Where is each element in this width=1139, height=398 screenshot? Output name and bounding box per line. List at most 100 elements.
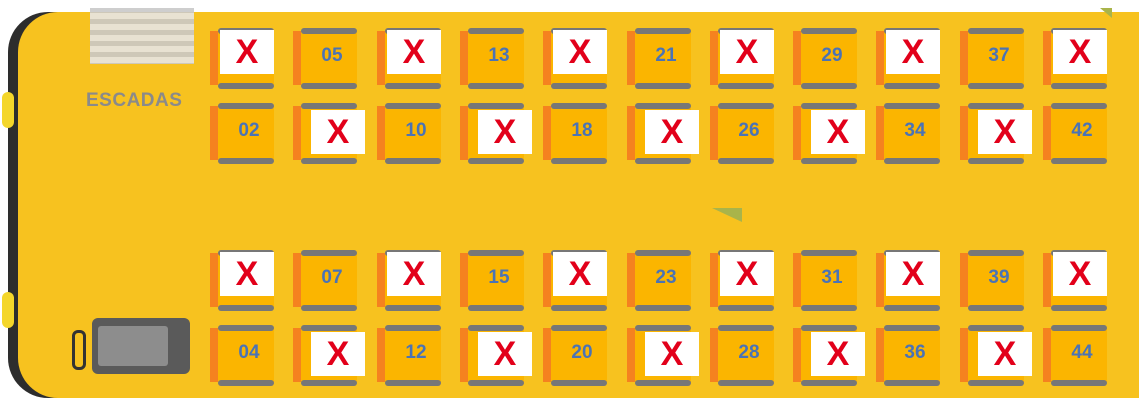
seat-base [635,380,691,386]
seat-base [884,380,940,386]
seat-available[interactable]: 29 [793,31,857,85]
seat-taken-mark: X [220,252,274,296]
seat-number: 39 [974,267,1024,289]
seat-base [635,158,691,164]
taken-x-label: X [978,337,1032,371]
seat-armrest [960,253,968,307]
seat-taken-mark: X [811,332,865,376]
seat-armrest [627,328,635,382]
seat-base [884,305,940,311]
seat-available[interactable]: 37 [960,31,1024,85]
seat-available[interactable]: 10 [377,106,441,160]
seat-armrest [293,106,301,160]
seat-number: 28 [724,342,774,364]
seat-available[interactable]: 12 [377,328,441,382]
seat-backrest [968,103,1024,109]
seat-backrest [301,103,357,109]
seat-backrest [385,103,441,109]
seat-available[interactable]: 13 [460,31,524,85]
seat-available[interactable]: 07 [293,253,357,307]
seat-base [801,83,857,89]
seat-taken-mark: X [886,30,940,74]
seat-armrest [210,253,218,307]
seat-number: 42 [1057,120,1107,142]
seat-armrest [793,31,801,85]
seat-available[interactable]: 02 [210,106,274,160]
seat-available[interactable]: 20 [543,328,607,382]
stairs-vent-graphic [90,8,194,64]
seat-base [635,305,691,311]
seat-available[interactable]: 31 [793,253,857,307]
seat-backrest [968,250,1024,256]
seat-available[interactable]: 39 [960,253,1024,307]
seat-backrest [1051,103,1107,109]
seat-taken-mark: X [553,30,607,74]
seat-available[interactable]: 44 [1043,328,1107,382]
taken-x-label: X [978,115,1032,149]
seat-taken-mark: X [311,332,365,376]
confetti-decoration [1100,8,1112,18]
seat-taken-mark: X [478,332,532,376]
seat-backrest [301,250,357,256]
seat-armrest [876,31,884,85]
seat-base [385,158,441,164]
seat-armrest [210,328,218,382]
seat-available[interactable]: 04 [210,328,274,382]
seat-armrest [543,253,551,307]
seat-backrest [968,28,1024,34]
seat-available[interactable]: 23 [627,253,691,307]
seat-available[interactable]: 26 [710,106,774,160]
seat-base [801,380,857,386]
taken-x-label: X [478,337,532,371]
seat-armrest [377,328,385,382]
seat-base [218,83,274,89]
seat-base [1051,380,1107,386]
seat-backrest [468,28,524,34]
seat-available[interactable]: 34 [876,106,940,160]
seat-backrest [884,103,940,109]
taken-x-label: X [645,337,699,371]
seat-base [968,83,1024,89]
seat-taken-mark: X [553,252,607,296]
seat-number: 44 [1057,342,1107,364]
seat-available[interactable]: 28 [710,328,774,382]
seat-base [218,305,274,311]
seat-base [468,380,524,386]
seat-taken-mark: X [720,30,774,74]
seat-armrest [377,31,385,85]
seat-backrest [551,325,607,331]
seat-number: 26 [724,120,774,142]
seat-armrest [210,31,218,85]
seat-available[interactable]: 36 [876,328,940,382]
seat-number: 23 [641,267,691,289]
seat-base [1051,305,1107,311]
seat-armrest [710,253,718,307]
seat-number: 37 [974,45,1024,67]
seat-backrest [801,103,857,109]
seat-armrest [627,31,635,85]
seat-backrest [635,325,691,331]
taken-x-label: X [811,115,865,149]
taken-x-label: X [478,115,532,149]
seat-armrest [710,31,718,85]
seat-available[interactable]: 05 [293,31,357,85]
seat-number: 29 [807,45,857,67]
seat-armrest [876,328,884,382]
seat-armrest [460,106,468,160]
seat-armrest [876,253,884,307]
driver-seat-cushion [98,326,168,366]
seat-available[interactable]: 21 [627,31,691,85]
seat-available[interactable]: 18 [543,106,607,160]
seat-armrest [793,328,801,382]
seat-base [718,83,774,89]
seat-backrest [718,103,774,109]
steering-wheel-icon [72,330,86,370]
seat-base [551,158,607,164]
seat-available[interactable]: 42 [1043,106,1107,160]
seat-armrest [1043,106,1051,160]
seat-base [385,83,441,89]
taken-x-label: X [220,35,274,69]
seat-available[interactable]: 15 [460,253,524,307]
seat-base [385,380,441,386]
seat-armrest [793,106,801,160]
